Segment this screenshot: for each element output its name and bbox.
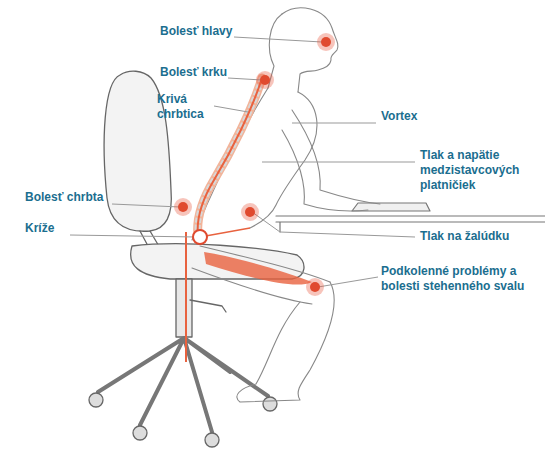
chair-base (98, 338, 268, 432)
head-profile (282, 8, 338, 92)
keyboard (352, 203, 430, 211)
callout-label: Bolesť krku (160, 65, 300, 80)
chair-wheel (89, 393, 103, 407)
chair-wheel (263, 397, 277, 411)
callout-label: Krivá chrbtica (157, 92, 217, 122)
callout-label: Tlak a napätie medzistavcových platničie… (420, 148, 545, 193)
leader-line (318, 277, 378, 287)
leader-line (70, 235, 196, 237)
chair-wheel (133, 426, 147, 440)
spine-glow (198, 78, 262, 236)
front-outline (250, 92, 317, 228)
lower-leg (237, 282, 334, 402)
callout-label: Bolesť chrbta (25, 190, 165, 205)
leader-line (112, 204, 180, 207)
chair-wheel (205, 433, 219, 447)
leader-line (292, 123, 376, 124)
callout-label: Kríže (25, 221, 125, 236)
pain-dot (321, 37, 331, 47)
pain-glow (306, 278, 324, 296)
pain-dot (178, 202, 188, 212)
pain-ring (193, 230, 207, 244)
leader-line (234, 37, 322, 42)
vertebrae (198, 78, 262, 236)
callout-label: Podkolenné problémy a bolesti stehenného… (381, 264, 536, 294)
callout-label: Bolesť hlavy (160, 24, 300, 39)
spine-line (198, 78, 262, 236)
pain-dot (310, 282, 320, 292)
pressure-axis (185, 232, 187, 362)
callout-label: Vortex (381, 109, 481, 124)
leader-line (214, 106, 248, 112)
chair-lever (190, 300, 226, 312)
pain-glow (317, 33, 335, 51)
arm-upper (292, 110, 380, 204)
pain-dot (245, 207, 255, 217)
leader-line (252, 212, 415, 237)
arm-lower (282, 130, 368, 211)
gas-cylinder (176, 279, 192, 337)
callout-label: Tlak na žalúdku (420, 229, 545, 244)
leader-line (262, 162, 415, 163)
pain-glow (256, 71, 274, 89)
pain-glow (241, 203, 259, 221)
pain-dot (260, 75, 270, 85)
thigh-pressure (204, 252, 312, 285)
chair (89, 71, 304, 447)
pain-glow (174, 198, 192, 216)
leader-lines (70, 37, 415, 287)
